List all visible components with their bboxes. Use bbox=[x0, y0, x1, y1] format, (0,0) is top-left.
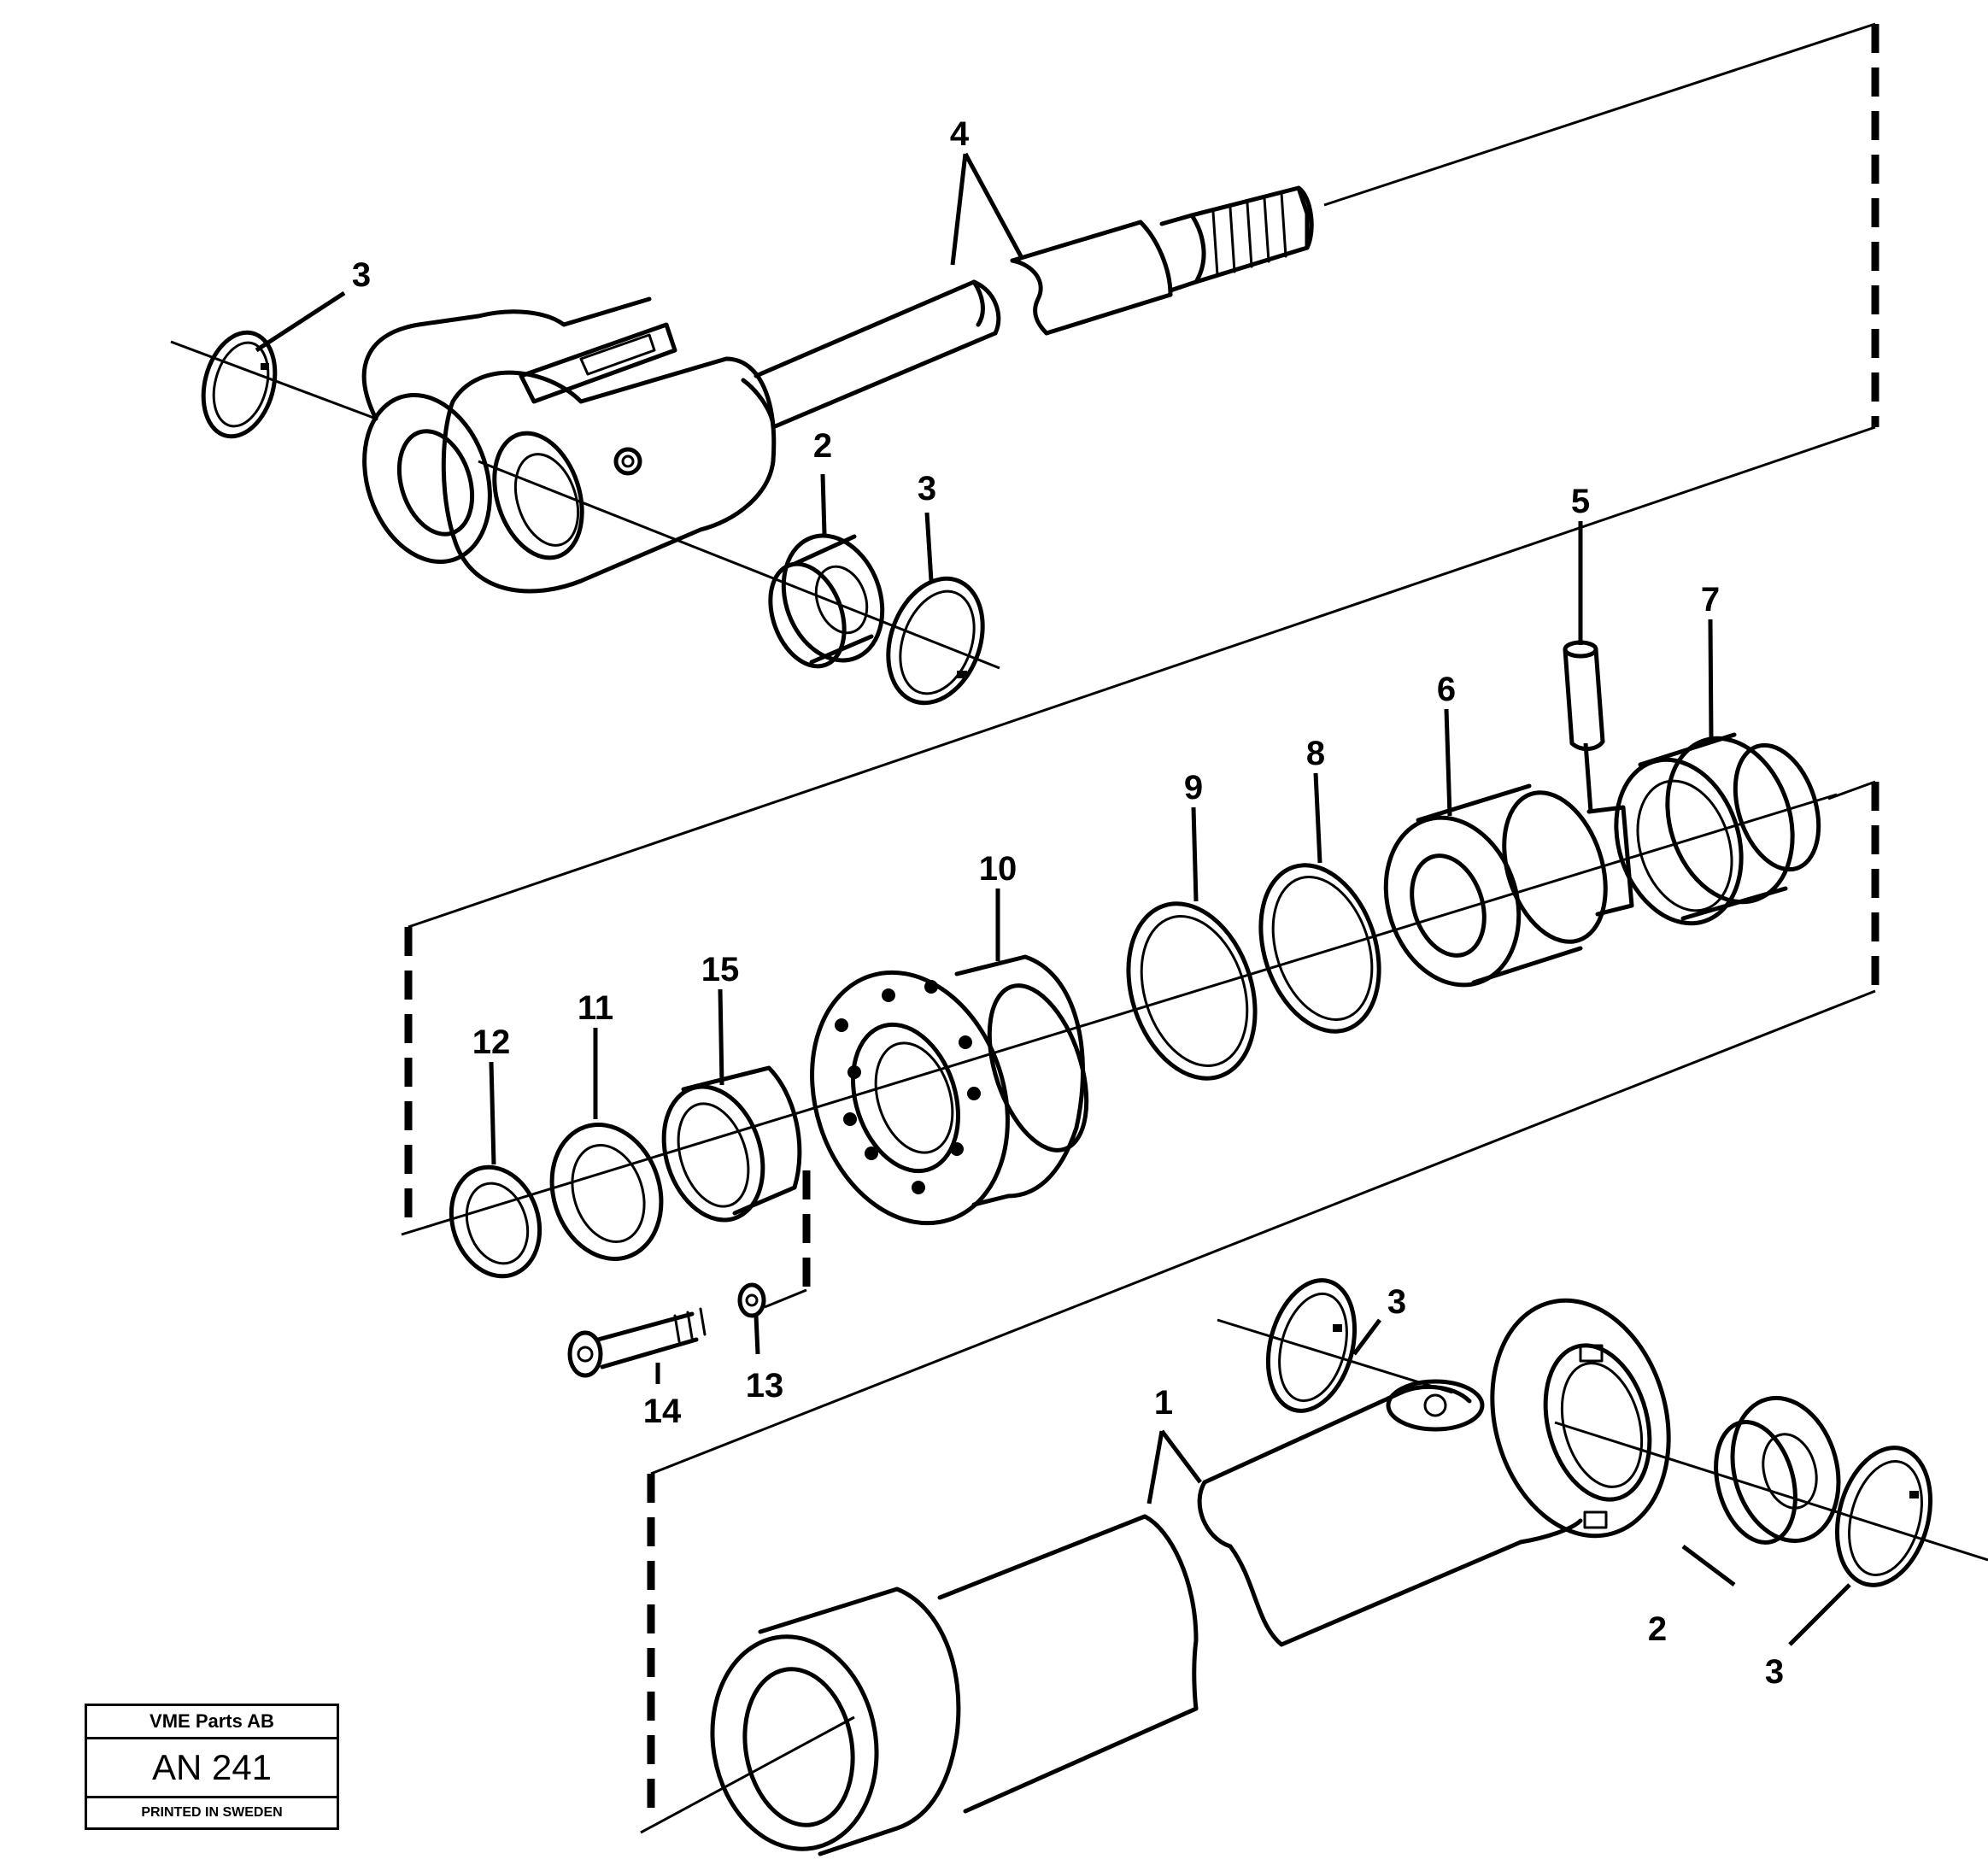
seal-ring-8 bbox=[1258, 863, 1381, 1034]
callout-2-top: 2 bbox=[813, 427, 832, 465]
title-stamp: VME Parts AB AN 241 PRINTED IN SWEDEN bbox=[85, 1704, 339, 1830]
callout-3-top-left: 3 bbox=[352, 256, 371, 294]
bearing-bottom bbox=[1714, 1395, 1841, 1545]
washer-13 bbox=[737, 1282, 766, 1318]
callout-1: 1 bbox=[1154, 1384, 1173, 1422]
guide-nut bbox=[1383, 783, 1634, 988]
callout-3-bottom-left: 3 bbox=[1387, 1283, 1406, 1321]
piston-pin bbox=[1563, 640, 1605, 812]
callout-8: 8 bbox=[1306, 735, 1325, 772]
seal-ring-9 bbox=[1126, 901, 1258, 1081]
cylinder-eye bbox=[1490, 1298, 1671, 1539]
callout-labels: 4 3 2 3 5 7 6 8 9 10 15 11 12 13 14 1 3 … bbox=[352, 115, 1784, 1691]
callout-3-bottom-right: 3 bbox=[1765, 1653, 1784, 1691]
callout-2-bottom: 2 bbox=[1648, 1610, 1667, 1648]
cylinder-head bbox=[810, 954, 1089, 1226]
callout-10: 10 bbox=[979, 850, 1017, 888]
callout-15: 15 bbox=[701, 951, 740, 988]
bearing-top bbox=[768, 533, 885, 669]
callout-7: 7 bbox=[1701, 581, 1720, 619]
callout-11: 11 bbox=[578, 989, 613, 1027]
callout-4: 4 bbox=[950, 115, 970, 153]
document-number: AN 241 bbox=[87, 1739, 337, 1798]
callout-6: 6 bbox=[1437, 671, 1456, 708]
callout-13: 13 bbox=[746, 1367, 784, 1405]
seal-12 bbox=[449, 1164, 542, 1279]
leader-lines bbox=[255, 152, 1851, 1646]
callout-9: 9 bbox=[1184, 769, 1203, 806]
circlip-top-right bbox=[886, 576, 985, 706]
callout-14: 14 bbox=[643, 1393, 682, 1430]
callout-12: 12 bbox=[472, 1023, 511, 1061]
circlip-bottom-left bbox=[1265, 1278, 1358, 1413]
screw-14 bbox=[567, 1307, 707, 1378]
wiper-ring-11 bbox=[549, 1123, 664, 1261]
circlip-top-left bbox=[201, 330, 278, 439]
company-name: VME Parts AB bbox=[87, 1706, 337, 1739]
cylinder-tube bbox=[710, 1379, 1583, 1856]
circlip-bottom-right bbox=[1834, 1446, 1933, 1587]
assembly-boundary bbox=[404, 22, 1880, 1811]
callout-3-top-right: 3 bbox=[918, 470, 936, 507]
piston bbox=[1614, 732, 1821, 926]
printed-note: PRINTED IN SWEDEN bbox=[141, 1805, 283, 1820]
bushing-15 bbox=[661, 1065, 802, 1223]
callout-5: 5 bbox=[1571, 483, 1590, 520]
axis-lines bbox=[170, 340, 1988, 1834]
piston-rod-clevis bbox=[361, 185, 1314, 594]
